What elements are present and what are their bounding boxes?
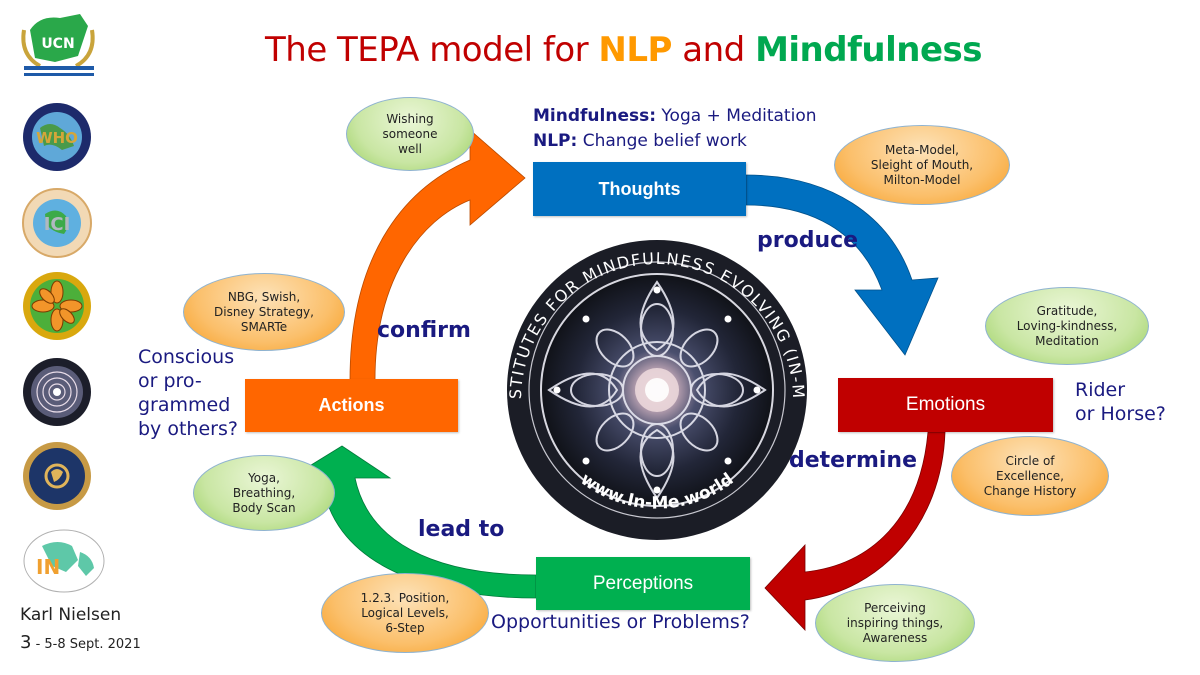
confirm-arrow xyxy=(349,129,526,381)
bubble-text: NBG, Swish, Disney Strategy, SMARTe xyxy=(214,289,314,334)
slide-date: - 5-8 Sept. 2021 xyxy=(31,637,141,652)
bubble-text: Circle of Excellence, Change History xyxy=(983,453,1077,498)
verb-produce: produce xyxy=(757,228,859,253)
emotions-label: Emotions xyxy=(905,394,986,415)
headline-nlp-label: NLP: xyxy=(533,131,578,151)
actions-question-line: grammed xyxy=(138,394,231,416)
bubble-text: Yoga, Breathing, Body Scan xyxy=(232,470,296,515)
verb-confirm: confirm xyxy=(377,318,471,343)
bubble-actions-nlp: NBG, Swish, Disney Strategy, SMARTe xyxy=(183,273,345,351)
perceptions-label: Perceptions xyxy=(592,572,694,594)
ucn-logo: UCN xyxy=(21,14,95,76)
bubble-actions-mindfulness: Yoga, Breathing, Body Scan xyxy=(193,455,335,531)
bubble-emotions-nlp: Circle of Excellence, Change History xyxy=(951,436,1109,516)
in-me-center-logo xyxy=(507,240,807,540)
bubble-thoughts-mindfulness: Wishing someone well xyxy=(346,97,474,171)
slide-title: The TEPA model for NLP and Mindfulness xyxy=(0,30,1200,70)
determine-arrow xyxy=(764,431,946,631)
ici-logo: ICI xyxy=(22,188,92,258)
emotions-question: Rider or Horse? xyxy=(1075,378,1166,426)
emotions-question-line: Rider xyxy=(1075,379,1126,401)
mandala-logo xyxy=(23,358,91,426)
bubble-emotions-mindfulness: Gratitude, Loving-kindness, Meditation xyxy=(985,287,1149,365)
author-name: Karl Nielsen xyxy=(20,605,122,625)
who-logo: WHO xyxy=(23,103,91,171)
title-middle: and xyxy=(671,30,756,70)
verb-lead-to: lead to xyxy=(418,517,505,542)
actions-question: Conscious or pro- grammed by others? xyxy=(138,345,238,441)
bubble-perceptions-mindfulness: Perceiving inspiring things, Awareness xyxy=(815,584,975,662)
sidebar-logos: UCN WHO ICI xyxy=(21,14,105,593)
ici-logo-text: ICI xyxy=(44,214,71,235)
in-logo-text: IN xyxy=(36,555,60,579)
slide-number: 3 xyxy=(20,632,32,653)
title-prefix: The TEPA model for xyxy=(265,30,599,70)
ucn-logo-text: UCN xyxy=(41,36,74,52)
svg-text:www.In-Me.world: www.In-Me.world xyxy=(577,469,738,513)
thoughts-headline: Mindfulness: Yoga + Meditation NLP: Chan… xyxy=(533,104,817,154)
verb-determine: determine xyxy=(789,448,918,473)
bubble-text: Perceiving inspiring things, Awareness xyxy=(846,600,944,645)
who-logo-text: WHO xyxy=(36,129,78,147)
thoughts-box[interactable]: Thoughts xyxy=(533,162,746,216)
produce-arrow xyxy=(745,174,939,356)
actions-box[interactable]: Actions xyxy=(245,379,458,432)
emotions-box[interactable]: Emotions xyxy=(838,378,1053,432)
bubble-text: 1.2.3. Position, Logical Levels, 6-Step xyxy=(360,590,450,635)
actions-label: Actions xyxy=(318,395,385,415)
flower-logo xyxy=(23,272,91,340)
in-logo: IN xyxy=(23,529,105,593)
actions-question-line: or pro- xyxy=(138,370,202,392)
bubble-text: Gratitude, Loving-kindness, Meditation xyxy=(1016,303,1118,348)
actions-question-line: by others? xyxy=(138,418,238,440)
headline-mindfulness-text: Yoga + Meditation xyxy=(656,106,817,126)
bubble-text: Wishing someone well xyxy=(382,111,438,156)
title-mindfulness: Mindfulness xyxy=(755,30,982,70)
actions-question-line: Conscious xyxy=(138,346,235,368)
emotions-question-line: or Horse? xyxy=(1075,403,1166,425)
perceptions-question: Opportunities or Problems? xyxy=(491,611,750,633)
center-logo-url[interactable]: www.In-Me.world xyxy=(577,469,738,513)
perceptions-box[interactable]: Perceptions xyxy=(536,557,750,610)
headline-mindfulness-label: Mindfulness: xyxy=(533,106,657,126)
bubble-text: Meta-Model, Sleight of Mouth, Milton-Mod… xyxy=(870,142,974,187)
title-nlp: NLP xyxy=(598,30,672,70)
slide-info: 3 - 5-8 Sept. 2021 xyxy=(20,632,141,653)
thoughts-label: Thoughts xyxy=(598,178,681,199)
bubble-perceptions-nlp: 1.2.3. Position, Logical Levels, 6-Step xyxy=(321,573,489,653)
globe-seal-logo xyxy=(23,442,91,510)
headline-nlp-text: Change belief work xyxy=(577,131,747,151)
bubble-thoughts-nlp: Meta-Model, Sleight of Mouth, Milton-Mod… xyxy=(834,125,1010,205)
